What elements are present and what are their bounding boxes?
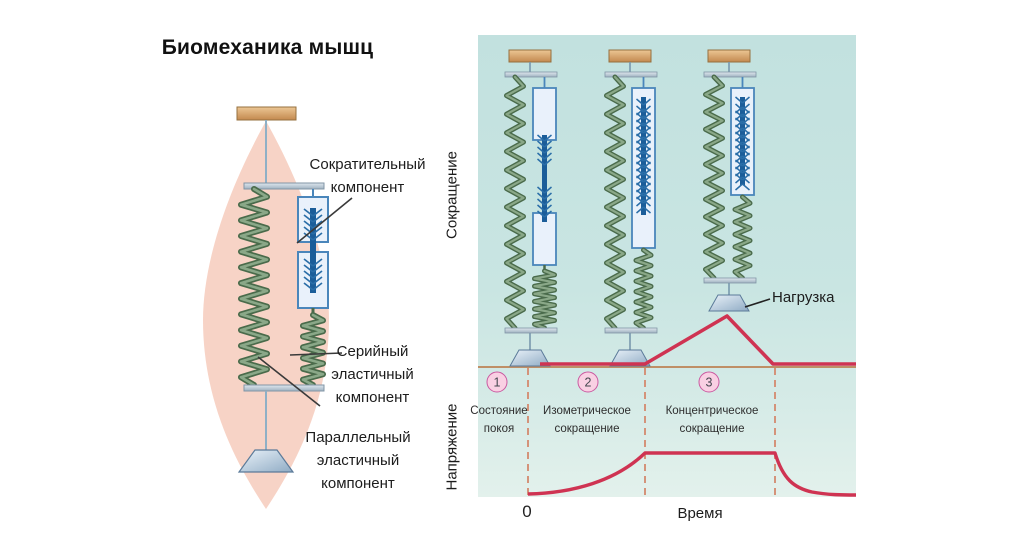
- load-weight: [237, 449, 295, 473]
- myosin-heads-upper: [303, 208, 323, 241]
- muscle-model-resting: [504, 49, 558, 367]
- load-label: Нагрузка: [772, 289, 835, 306]
- phase-1-badge: 1: [486, 371, 508, 393]
- phase-3-badge: 3: [698, 371, 720, 393]
- top-crossbar: [243, 182, 325, 190]
- parallel-leader-line: [257, 356, 321, 407]
- contractile-leader-line: [296, 197, 353, 244]
- muscle-model-isometric: [604, 49, 658, 367]
- series-elastic-spring: [300, 308, 326, 388]
- load-leader-line: [744, 298, 771, 308]
- phase-dividers: [527, 368, 776, 497]
- phase-3-label: Концентрическое сокращение: [665, 405, 759, 435]
- bottom-crossbar: [243, 384, 325, 392]
- phase-1-label: Состояние покоя: [470, 405, 528, 435]
- tension-curve: [527, 451, 856, 497]
- phase-2-badge: 2: [577, 371, 599, 393]
- contraction-phases-graphic: [478, 49, 856, 497]
- phase-2-label: Изометрическое сокращение: [543, 405, 631, 435]
- muscle-model-concentric: [703, 49, 757, 312]
- muscle-model-diagram: [203, 106, 353, 509]
- series-leader-line: [289, 352, 343, 356]
- shortening-curve: [540, 314, 856, 366]
- parallel-elastic-spring: [238, 186, 270, 388]
- page-title: Биомеханика мышц: [161, 36, 374, 59]
- top-attachment-bar: [236, 106, 297, 121]
- y-axis-label-contraction: Сокращение: [443, 151, 461, 239]
- time-axis-origin: 0: [522, 502, 532, 521]
- x-axis-label-time: Время: [677, 505, 723, 522]
- contractile-component-label: Сократительный компонент: [309, 156, 426, 196]
- myosin-heads-lower: [303, 258, 323, 291]
- lifted-load-weight: [708, 294, 750, 312]
- parallel-elastic-component-label: Параллельный эластичный компонент: [305, 429, 411, 492]
- contractile-component: [297, 189, 329, 309]
- series-elastic-component-label: Серийный эластичный компонент: [331, 343, 414, 406]
